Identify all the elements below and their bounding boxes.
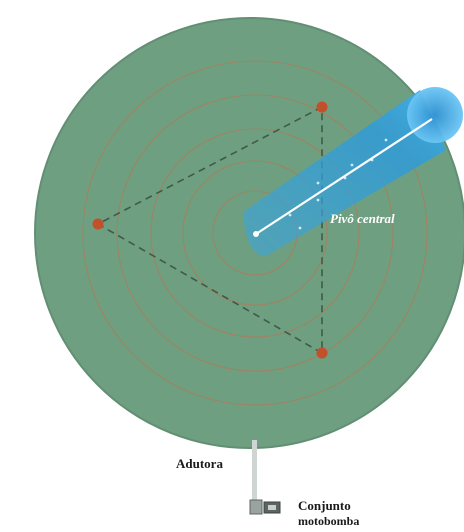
sprinkler-point-bottom: [316, 347, 328, 359]
sprinkler-point-top: [316, 101, 328, 113]
main-water-line: [252, 440, 257, 502]
concentric-rings: [82, 60, 428, 406]
pump-label-line1: Conjunto: [298, 498, 351, 513]
pivot-arm: [255, 118, 433, 235]
ring-2: [182, 160, 328, 306]
pump-label-line2: motobomba: [298, 514, 359, 528]
main-water-line-label: Adutora: [176, 456, 223, 471]
ring-3: [150, 128, 360, 338]
spray-tip: [407, 87, 463, 143]
sprinkler-point-left: [92, 218, 104, 230]
ring-5: [82, 60, 428, 406]
ring-4: [116, 94, 394, 372]
spray-band: [243, 90, 446, 256]
pivot-label: Pivô central: [330, 211, 395, 226]
pivot-center-point: [253, 231, 259, 237]
dashed-triangle: [96, 105, 323, 355]
pump-icon: [249, 499, 281, 515]
